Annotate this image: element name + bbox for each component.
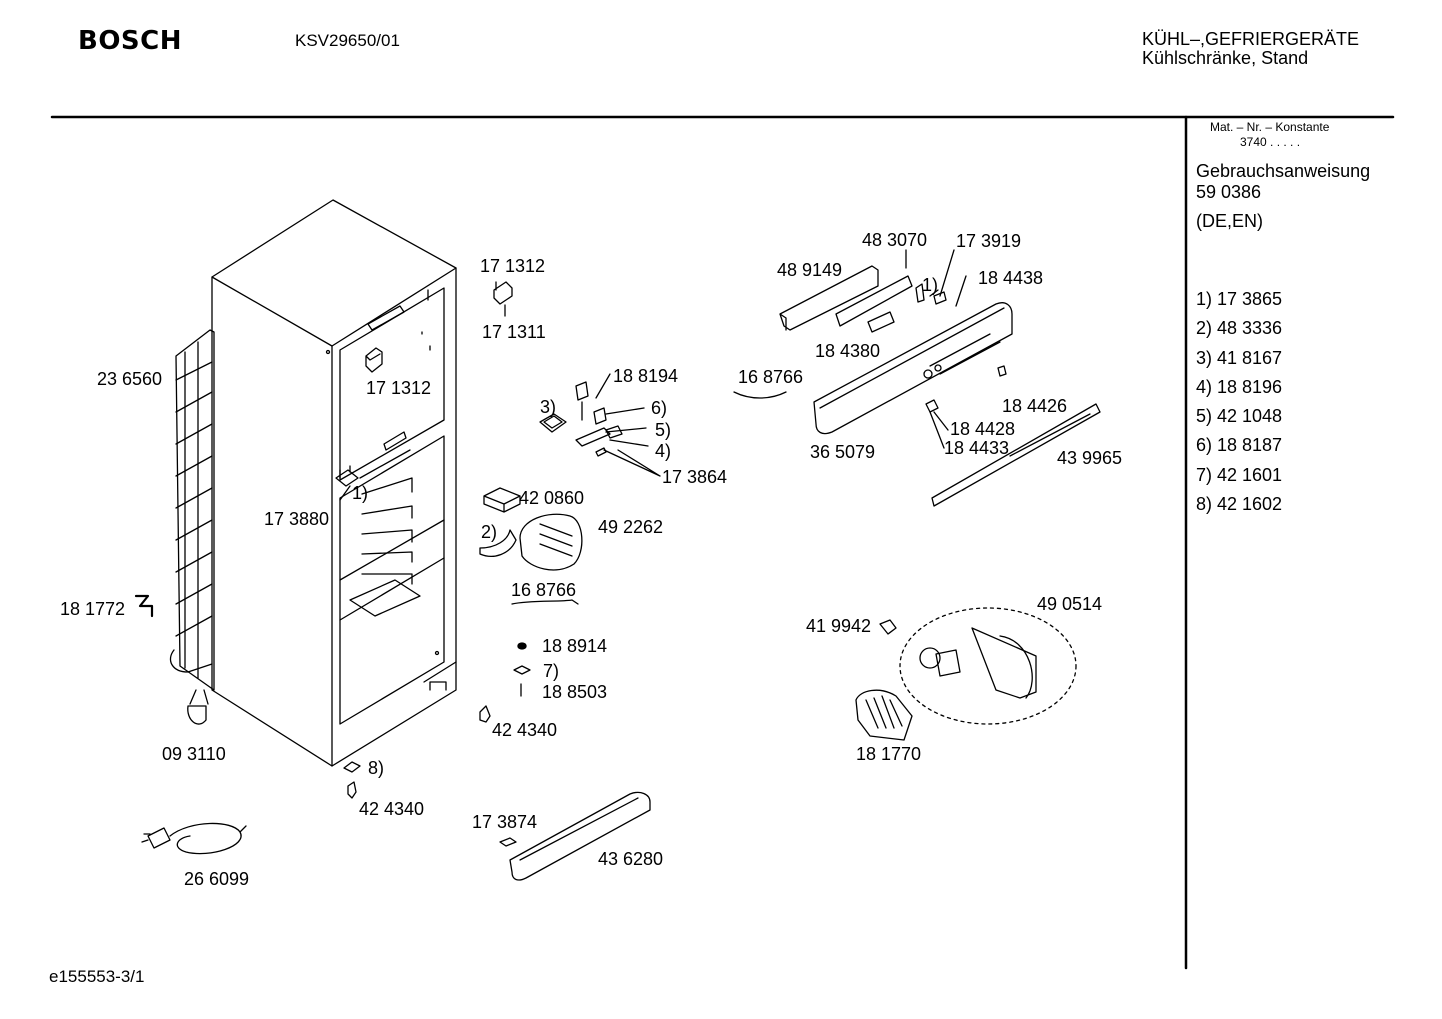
sub-part-marker: 1) bbox=[922, 275, 939, 295]
part-label: 18 4426 bbox=[1002, 396, 1068, 416]
part-label: 42 0860 bbox=[519, 488, 585, 508]
sub-part-marker: 2) bbox=[481, 522, 498, 542]
drawing-code: e155553-3/1 bbox=[49, 967, 145, 986]
part-492262-fan-cover bbox=[480, 514, 582, 570]
part-label: 42 4340 bbox=[492, 720, 558, 740]
part-label: 18 8914 bbox=[542, 636, 608, 656]
power-cord bbox=[142, 823, 246, 853]
part-424340-screw bbox=[348, 782, 356, 798]
part-label: 16 8766 bbox=[511, 580, 577, 600]
legend-item: 3) 41 8167 bbox=[1196, 347, 1283, 368]
sub-part-marker: 5) bbox=[655, 420, 672, 440]
part-label: 16 8766 bbox=[738, 367, 804, 387]
kickplate-edge bbox=[520, 798, 638, 860]
part-label: 17 1312 bbox=[480, 256, 546, 276]
legend-item: 2) 48 3336 bbox=[1196, 318, 1283, 339]
sub-part-marker: 7) bbox=[543, 661, 560, 681]
legend-item: 5) 42 1048 bbox=[1196, 406, 1283, 427]
sub-part-marker: 6) bbox=[651, 398, 668, 418]
part-436280-kickplate bbox=[510, 792, 650, 880]
condenser-coil bbox=[170, 330, 214, 690]
mat-number-value: 3740 . . . . . bbox=[1240, 135, 1301, 149]
part-label: 49 0514 bbox=[1037, 594, 1103, 614]
legend-item: 6) 18 8187 bbox=[1196, 435, 1283, 456]
brand-logo: BOSCH bbox=[78, 26, 182, 56]
category-subtitle: Kühlschränke, Stand bbox=[1142, 48, 1309, 68]
part-label: 17 3874 bbox=[472, 812, 538, 832]
control-panel-assembly bbox=[734, 266, 1100, 506]
sub-part-marker: 4) bbox=[655, 441, 672, 461]
legend-item: 4) 18 8196 bbox=[1196, 376, 1283, 397]
part-171312-hinge-inner bbox=[366, 348, 382, 372]
mat-number-label: Mat. – Nr. – Konstante bbox=[1210, 120, 1330, 134]
part-420860-box bbox=[484, 488, 520, 512]
part-label: 48 9149 bbox=[777, 260, 843, 280]
legend-item: 7) 42 1601 bbox=[1196, 464, 1283, 485]
part-label: 41 9942 bbox=[806, 616, 872, 636]
part-168766-cable-lower bbox=[512, 600, 578, 604]
part-181772-hose bbox=[136, 596, 152, 616]
part-label: 26 6099 bbox=[184, 869, 250, 889]
part-label: 17 3864 bbox=[662, 467, 728, 487]
sub-part-marker: 8) bbox=[368, 758, 385, 778]
part-7-clip bbox=[514, 666, 530, 674]
part-label: 36 5079 bbox=[810, 442, 876, 462]
part-label: 18 4433 bbox=[944, 438, 1010, 458]
leader-173880 bbox=[340, 486, 350, 500]
part-label: 49 2262 bbox=[598, 517, 664, 537]
part-label: 18 4428 bbox=[950, 419, 1016, 439]
part-label: 17 1312 bbox=[366, 378, 432, 398]
refrigerator-cabinet bbox=[212, 200, 456, 766]
sub-part-marker: 1) bbox=[352, 483, 369, 503]
part-label: 18 1772 bbox=[60, 599, 126, 619]
manual-label: Gebrauchsanweisung bbox=[1196, 161, 1371, 181]
part-093110-sensor bbox=[188, 690, 208, 724]
sub-part-marker: 3) bbox=[540, 397, 557, 417]
part-171312-hinge-top bbox=[494, 282, 512, 304]
manual-languages: (DE,EN) bbox=[1196, 211, 1263, 231]
part-188914-cap bbox=[518, 643, 526, 649]
legend-item: 8) 42 1602 bbox=[1196, 494, 1283, 515]
lamp-assembly bbox=[856, 608, 1076, 740]
part-173874-clip bbox=[500, 838, 516, 846]
model-number: KSV29650/01 bbox=[295, 31, 400, 50]
part-8-clip bbox=[344, 762, 360, 772]
legend-item: 1) 17 3865 bbox=[1196, 289, 1283, 309]
part-label: 17 1311 bbox=[482, 322, 546, 342]
part-label: 18 4438 bbox=[978, 268, 1044, 288]
part-424340-screw-b bbox=[480, 706, 490, 722]
sub-part-legend: 1) 17 3865 2) 48 3336 3) 41 8167 4) 18 8… bbox=[1196, 285, 1282, 519]
part-label: 17 3919 bbox=[956, 231, 1022, 251]
part-label: 23 6560 bbox=[97, 369, 163, 389]
part-label: 09 3110 bbox=[162, 744, 226, 764]
manual-number: 59 0386 bbox=[1196, 182, 1262, 202]
part-label: 42 4340 bbox=[359, 799, 425, 819]
part-label: 18 4380 bbox=[815, 341, 881, 361]
part-label: 18 8194 bbox=[613, 366, 679, 386]
part-label: 43 9965 bbox=[1057, 448, 1123, 468]
part-label: 18 8503 bbox=[542, 682, 608, 702]
part-173880-switch bbox=[336, 466, 358, 486]
part-label: 18 1770 bbox=[856, 744, 922, 764]
category-title: KÜHL–,GEFRIERGERÄTE bbox=[1142, 29, 1360, 49]
part-label: 43 6280 bbox=[598, 849, 664, 869]
leader-lines-control bbox=[906, 250, 966, 448]
part-label: 48 3070 bbox=[862, 230, 928, 250]
part-label: 17 3880 bbox=[264, 509, 330, 529]
thermostat-assembly bbox=[540, 374, 660, 476]
